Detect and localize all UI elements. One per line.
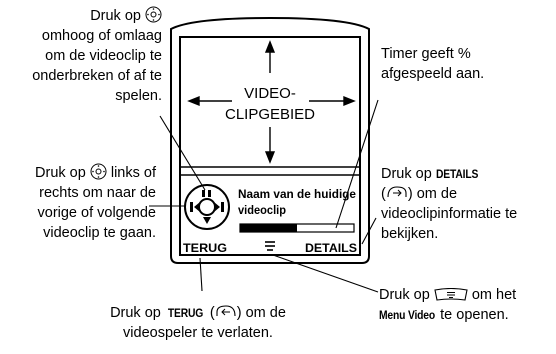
phone-frame	[170, 16, 370, 264]
callout-back-line1-pre: Druk op	[110, 305, 161, 321]
left-softkey-icon	[216, 305, 236, 317]
clip-name-line-2: videoclip	[238, 203, 286, 217]
nav-key-icon	[90, 163, 107, 180]
callout-menu-line2-post: te openen.	[440, 307, 509, 323]
callout-timer-line2: afgespeeld aan.	[381, 66, 485, 82]
callout-menu-line1-pre: Druk op	[379, 287, 430, 303]
callout-leftright-line1-post: links of	[110, 165, 156, 181]
video-area	[179, 36, 361, 168]
callout-back-key: TERUG	[167, 306, 204, 320]
clip-name-line-1: Naam van de huidige	[238, 187, 356, 201]
menu-key-icon	[434, 288, 468, 301]
leader-lines	[149, 99, 379, 293]
callout-leftright-line2: rechts om naar de	[39, 185, 156, 201]
callout-back-line2: videospeler te verlaten.	[123, 325, 273, 341]
callout-timer: Timer geeft % afgespeeld aan.	[381, 44, 551, 84]
callout-details-line3: videoclipinformatie te	[381, 206, 518, 222]
nav-key-icon	[145, 6, 162, 23]
callout-nav-leftright: Druk op links of rechts om naar de vorig…	[0, 163, 156, 243]
playback-control-icon	[184, 184, 230, 230]
callout-menu-line1-post: om het	[471, 287, 517, 303]
right-softkey-icon	[387, 186, 407, 198]
softkey-back[interactable]: TERUG	[183, 241, 227, 255]
callout-leftright-line4: videoclip te gaan.	[43, 225, 156, 241]
callout-updown-line5: spelen.	[115, 88, 162, 104]
callout-menu-key: Menu Video	[379, 308, 436, 322]
callout-details-line1-pre: Druk op	[381, 166, 432, 182]
callout-leftright-line1-pre: Druk op	[35, 165, 86, 181]
callout-details-line4: bekijken.	[381, 226, 439, 242]
callout-details-line2-post: om de	[416, 186, 458, 202]
callout-details: Druk op DETAILS ( ) om de videoclipinfor…	[381, 164, 556, 244]
progress-bar-fill	[240, 224, 297, 232]
video-area-arrows	[187, 40, 356, 164]
callout-leftright-line3: vorige of volgende	[37, 205, 157, 221]
callout-updown-line3: om de videoclip te	[45, 48, 162, 64]
softkey-details[interactable]: DETAILS	[305, 241, 357, 255]
callout-updown-line4: onderbreken of af te	[32, 68, 162, 84]
video-area-label-1: VIDEO-	[244, 85, 296, 102]
callout-back: Druk op TERUG ( ) om de videospeler te v…	[58, 303, 338, 343]
menu-indicator-icon	[265, 241, 275, 251]
video-area-label-2: CLIPGEBIED	[225, 106, 315, 123]
callout-details-key: DETAILS	[435, 167, 478, 181]
callout-nav-updown: Druk op omhoog of omlaag om de videoclip…	[0, 6, 162, 106]
callout-timer-line1: Timer geeft %	[381, 46, 471, 62]
callout-menu: Druk op om het Menu Video te openen.	[379, 285, 555, 325]
callout-updown-line2: omhoog of omlaag	[41, 28, 162, 44]
callout-back-line1-post: om de	[245, 305, 286, 321]
callout-updown-line1: Druk op	[90, 8, 141, 24]
